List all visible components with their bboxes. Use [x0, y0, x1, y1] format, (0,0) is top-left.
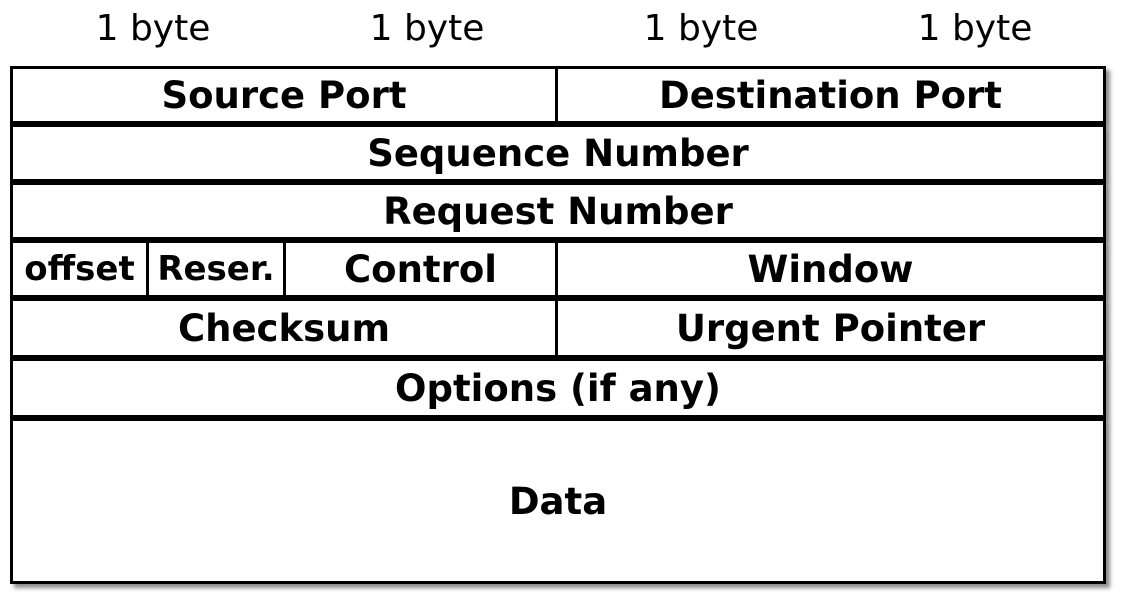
checksum-field: Checksum: [10, 298, 558, 358]
sequence-number-field: Sequence Number: [10, 124, 1106, 182]
byte-label-2: 1 byte: [369, 8, 485, 49]
reserved-field: Reser.: [146, 240, 286, 298]
request-number-field: Request Number: [10, 182, 1106, 240]
destination-port-field: Destination Port: [555, 66, 1106, 124]
urgent-pointer-field: Urgent Pointer: [555, 298, 1106, 358]
offset-field: offset: [10, 240, 149, 298]
control-field: Control: [283, 240, 558, 298]
byte-label-1: 1 byte: [95, 8, 211, 49]
byte-label-4: 1 byte: [917, 8, 1033, 49]
window-field: Window: [555, 240, 1106, 298]
source-port-field: Source Port: [10, 66, 558, 124]
data-field: Data: [10, 418, 1106, 584]
byte-label-3: 1 byte: [643, 8, 759, 49]
options-field: Options (if any): [10, 358, 1106, 418]
